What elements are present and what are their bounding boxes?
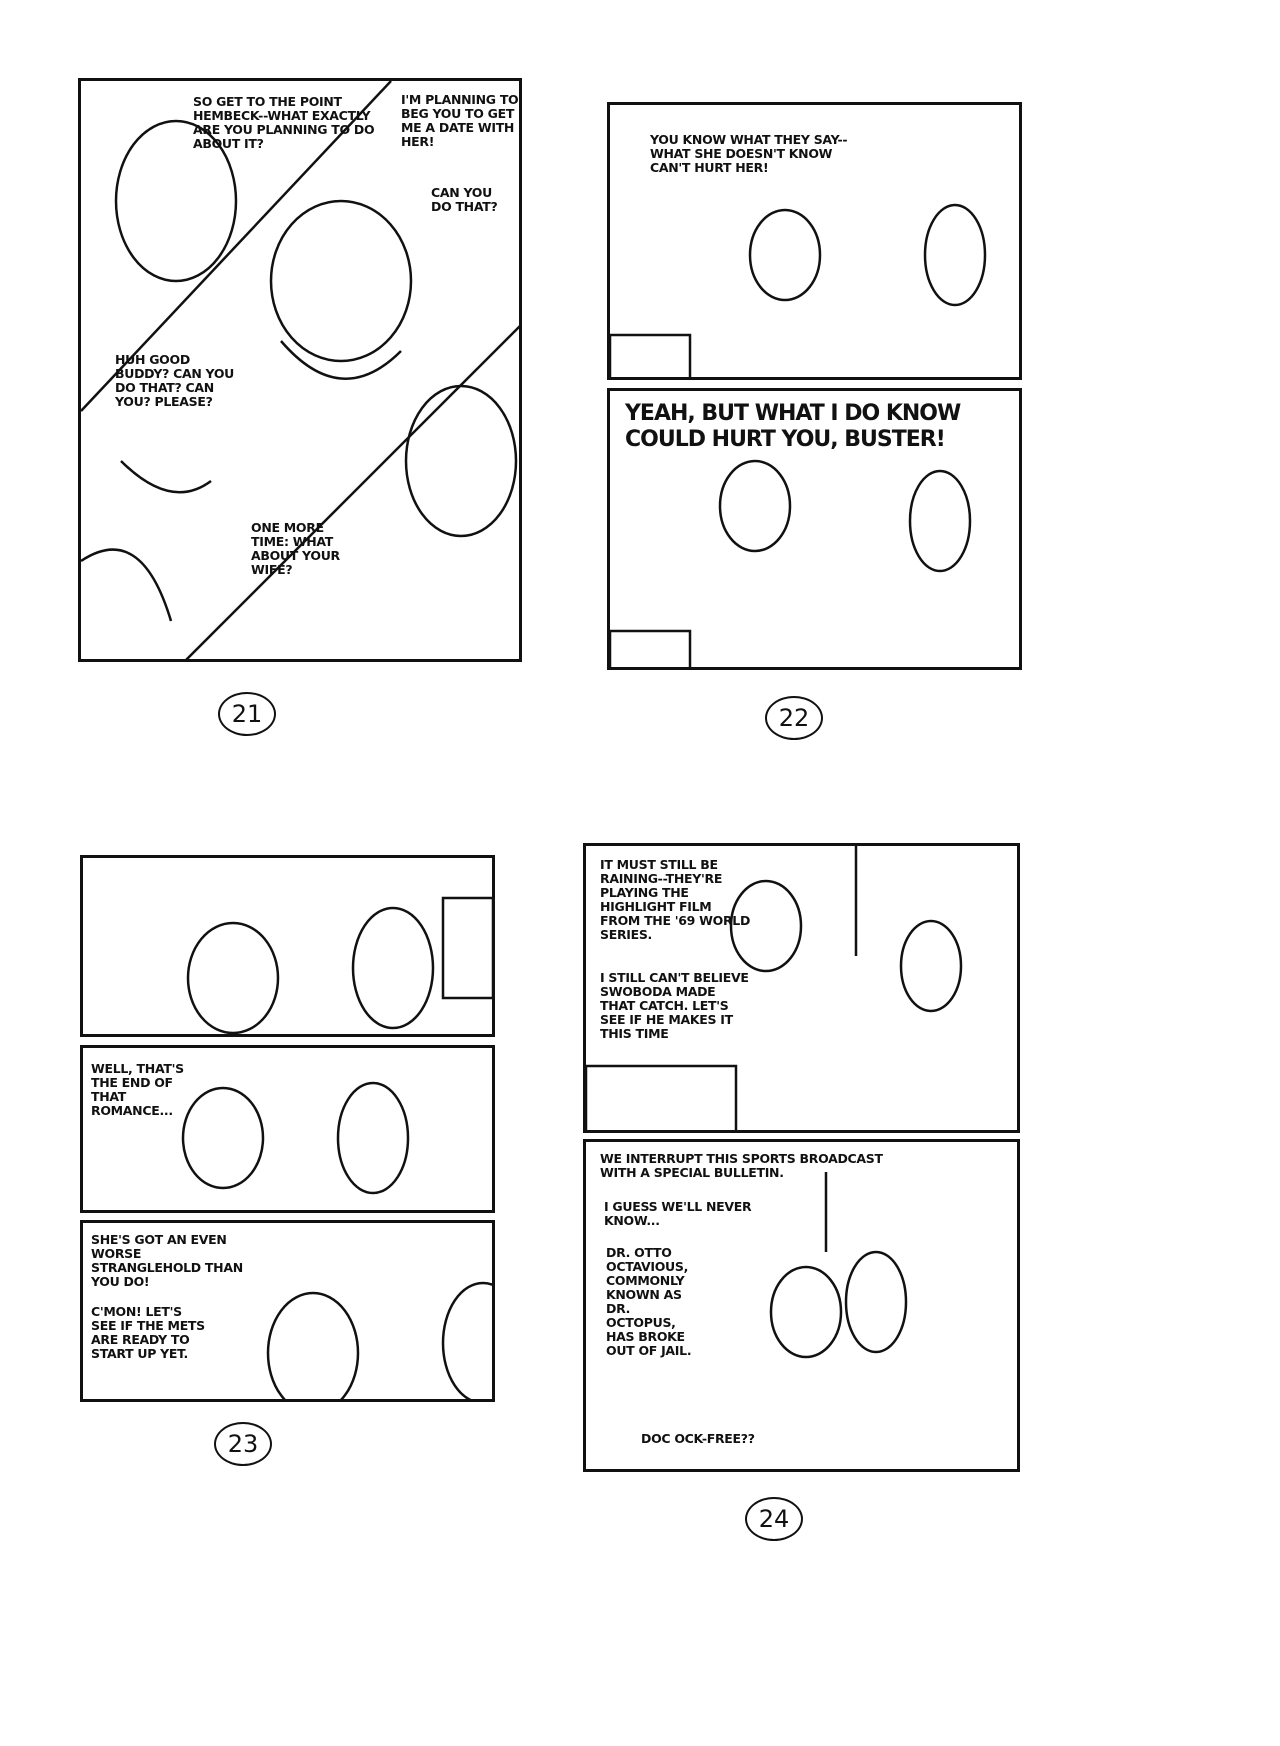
balloon: SO GET TO THE POINT HEMBECK--WHAT EXACTL… — [193, 94, 375, 151]
page-22-panel-2: YEAH, BUT WHAT I DO KNOW COULD HURT YOU,… — [607, 388, 1022, 670]
balloon: YOU KNOW WHAT THEY SAY--WHAT SHE DOESN'T… — [650, 132, 848, 175]
page-number-23: 23 — [214, 1422, 272, 1466]
page-number-21: 21 — [218, 692, 276, 736]
balloon-shout: YEAH, BUT WHAT I DO KNOW COULD HURT YOU,… — [625, 401, 961, 452]
page-number-24: 24 — [745, 1497, 803, 1541]
page-22-art-1 — [610, 203, 987, 377]
page-21-panel: SO GET TO THE POINT HEMBECK--WHAT EXACTL… — [78, 78, 522, 662]
balloon: ONE MORE TIME: WHAT ABOUT YOUR WIFE? — [251, 520, 340, 577]
balloon: I GUESS WE'LL NEVER KNOW... — [604, 1199, 752, 1228]
page-22-art-2 — [610, 459, 972, 667]
page-23-art-1 — [186, 896, 492, 1034]
balloon: DOC OCK-FREE?? — [641, 1431, 755, 1446]
balloon: C'MON! LET'S SEE IF THE METS ARE READY T… — [91, 1304, 205, 1361]
page-23-art-3 — [266, 1281, 492, 1399]
page-23-art-2 — [181, 1081, 410, 1195]
page-23-panel-2: WELL, THAT'S THE END OF THAT ROMANCE... — [80, 1045, 495, 1213]
page-24-panel-2: WE INTERRUPT THIS SPORTS BROADCAST WITH … — [583, 1139, 1020, 1472]
balloon: CAN YOU DO THAT? — [431, 185, 498, 214]
balloon: DR. OTTO OCTAVIOUS, COMMONLY KNOWN AS DR… — [606, 1245, 692, 1358]
balloon: I STILL CAN'T BELIEVE SWOBODA MADE THAT … — [600, 970, 749, 1041]
page-22-panel-1: YOU KNOW WHAT THEY SAY--WHAT SHE DOESN'T… — [607, 102, 1022, 380]
balloon: IT MUST STILL BE RAINING--THEY'RE PLAYIN… — [600, 857, 751, 942]
page-23-panel-1 — [80, 855, 495, 1037]
balloon: I'M PLANNING TO BEG YOU TO GET ME A DATE… — [401, 92, 519, 149]
balloon: WE INTERRUPT THIS SPORTS BROADCAST WITH … — [600, 1151, 883, 1180]
page-number-22: 22 — [765, 696, 823, 740]
balloon: SHE'S GOT AN EVEN WORSE STRANGLEHOLD THA… — [91, 1232, 243, 1289]
page-23-panel-3: SHE'S GOT AN EVEN WORSE STRANGLEHOLD THA… — [80, 1220, 495, 1402]
balloon: huh GOOD BUDDY? CAN YOU DO THAT? CAN YOU… — [115, 352, 235, 409]
page-24-art-2 — [769, 1172, 908, 1359]
page-21-art — [81, 81, 519, 659]
balloon: WELL, THAT'S THE END OF THAT ROMANCE... — [91, 1061, 184, 1118]
page-24-art-1 — [586, 846, 963, 1130]
page-24-panel-1: IT MUST STILL BE RAINING--THEY'RE PLAYIN… — [583, 843, 1020, 1133]
